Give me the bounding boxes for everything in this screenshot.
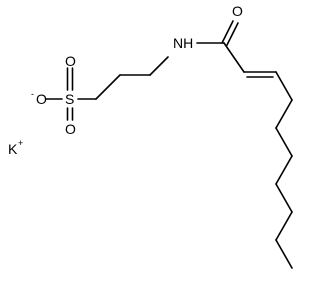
label-o-bottom: O bbox=[65, 121, 76, 137]
bond-chain-6 bbox=[275, 239, 293, 269]
label-plus: + bbox=[18, 138, 23, 148]
label-o-top: O bbox=[65, 53, 76, 69]
bonds bbox=[45, 20, 293, 269]
label-o-carbonyl: O bbox=[232, 3, 243, 19]
bond-chain-2 bbox=[275, 127, 293, 157]
atom-labels: NH O O S O O - K + bbox=[8, 3, 243, 157]
molecule-drawing: NH O O S O O - K + bbox=[8, 3, 293, 269]
bond-carbonyl-o-1 bbox=[221, 20, 234, 44]
label-nh: NH bbox=[173, 35, 193, 51]
label-sulfur: S bbox=[65, 91, 74, 107]
bond-chain-4 bbox=[275, 183, 293, 213]
label-o-minus: O bbox=[36, 91, 47, 107]
bond-alkene-c3 bbox=[275, 71, 293, 101]
bond-chain-3 bbox=[275, 155, 293, 185]
label-minus: - bbox=[31, 89, 34, 99]
bond-chain-1 bbox=[275, 99, 293, 129]
bond-carbonyl-alkene bbox=[223, 42, 245, 73]
bond-c3-n bbox=[149, 56, 169, 76]
structure-diagram: NH O O S O O - K + bbox=[8, 3, 293, 269]
bond-chain-5 bbox=[275, 211, 293, 241]
bond-carbonyl-o-2 bbox=[226, 22, 239, 46]
label-potassium: K bbox=[8, 141, 18, 157]
bond-c1-c2 bbox=[95, 74, 121, 100]
